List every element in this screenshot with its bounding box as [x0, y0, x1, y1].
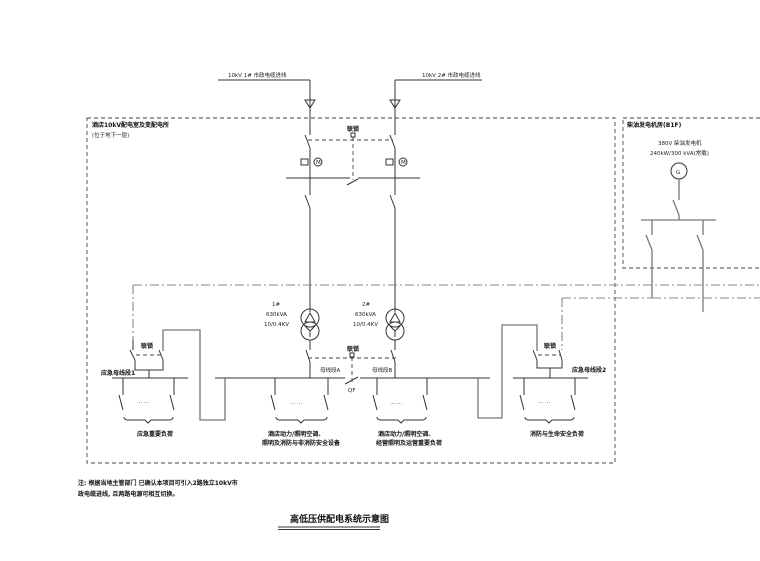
transformer-2-capacity: 630kVA: [355, 312, 376, 318]
bus-a-label: 母线段A: [320, 366, 341, 374]
svg-text:... ...: ... ...: [290, 400, 302, 406]
load-a-line1: 酒店动力/照明空调、: [268, 430, 324, 438]
load-a-line2: 照明及消防与非消防安全设备: [262, 439, 341, 447]
hv-interlock-label: 联锁: [347, 125, 359, 133]
meter-icon: [313, 157, 323, 167]
svg-text:M: M: [316, 160, 321, 166]
generator-main-breaker: [672, 199, 680, 216]
bus-b-feeders: ... ... 酒店动力/照明空调、 经营照明及运营重要负荷: [372, 378, 442, 447]
emergency-2-interlock: 联锁: [544, 342, 556, 350]
meter-icon: [398, 157, 408, 167]
lv-tie-breaker: [344, 376, 359, 385]
load-b-line1: 酒店动力/照明空调、: [378, 430, 434, 438]
emergency-1-interlock: 联锁: [141, 342, 153, 350]
note-line-1: 注: 根据当地主管部门 已确认本项目可引入2路独立10kV市: [78, 479, 238, 487]
hv-tie-breaker: [346, 178, 359, 186]
incoming-line-2-label: 10kV 2# 市政电缆进线: [422, 71, 481, 79]
substation-title: 酒店10kV配电室及变配电所: [92, 121, 169, 129]
incoming-line-2: 10kV 2# 市政电缆进线: [389, 71, 482, 135]
svg-text:... ...: ... ...: [137, 399, 149, 405]
emergency-1-name: 应急母线段1: [101, 369, 135, 377]
hv-feeder-2: M: [385, 134, 408, 312]
generator-room-title: 柴油发电机房(B1F): [626, 121, 682, 129]
generator-symbol: G: [676, 170, 680, 176]
incoming-line-1-label: 10kV 1# 市政电缆进线: [228, 71, 287, 79]
hv-feeder-1: M: [300, 134, 323, 312]
emergency-2-load: 消防与生命安全负荷: [530, 430, 584, 438]
transformer-1: 1# 630kVA 10/0.4KV: [264, 302, 320, 378]
note-line-2: 政电缆进线, 且两路电源可相互切换。: [78, 490, 178, 498]
emergency-bus-1: 联锁 应急母线段1 ... ... 应急重要负荷: [101, 340, 188, 438]
substation-boundary: [86, 117, 616, 464]
transformer-1-name: 1#: [272, 302, 280, 308]
diagram-title: 高低压供配电系统示意图: [290, 513, 389, 525]
transformer-2: 2# 630kVA 10/0.4KV: [353, 302, 405, 378]
generator-voltage: 380V 柴油发电机: [658, 139, 702, 147]
transformer-1-capacity: 630kVA: [266, 312, 287, 318]
svg-text:... ...: ... ...: [390, 400, 402, 406]
lv-interlock-label: 联锁: [347, 345, 359, 353]
generator-room-boundary: [622, 117, 760, 269]
bus-a-feeders: ... ... 酒店动力/照明空调、 照明及消防与非消防安全设备: [262, 378, 341, 447]
incoming-line-1: 10kV 1# 市政电缆进线: [218, 71, 316, 135]
substation-subtitle: (位于地下一层): [92, 131, 129, 139]
emergency-bus-2: 联锁 应急母线段2 ... ... 消防与生命安全负荷: [513, 342, 606, 438]
lv-tie-label: QF: [348, 388, 356, 394]
generator-rating: 240kW/300 kVA(常载): [650, 149, 709, 157]
emergency-2-name: 应急母线段2: [572, 366, 606, 374]
bus-b-label: 母线段B: [372, 366, 393, 374]
transformer-2-ratio: 10/0.4KV: [353, 322, 378, 328]
load-b-line2: 经营照明及运营重要负荷: [376, 439, 442, 447]
svg-text:M: M: [401, 160, 406, 166]
transformer-1-ratio: 10/0.4KV: [264, 322, 289, 328]
transformer-2-name: 2#: [362, 302, 370, 308]
emergency-1-load: 应急重要负荷: [137, 430, 173, 438]
svg-text:... ...: ... ...: [538, 399, 550, 405]
